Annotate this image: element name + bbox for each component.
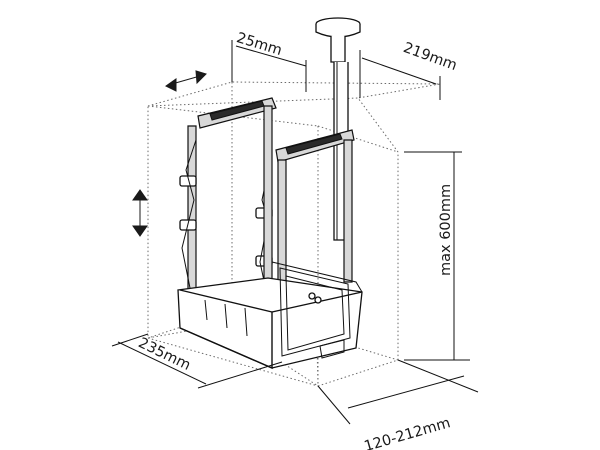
dimension-max-height-label: max 600mm xyxy=(438,184,454,276)
cradle-left xyxy=(179,97,277,301)
dimension-depth: 219mm xyxy=(359,40,459,100)
horizontal-adjust-arrow xyxy=(165,70,207,92)
dimension-pitch-label: 25mm xyxy=(234,30,283,59)
vertical-adjust-arrow xyxy=(132,189,148,237)
dimension-width-range: 120-212mm xyxy=(317,359,479,450)
base-tray xyxy=(177,261,363,370)
dimension-width-range-label: 120-212mm xyxy=(362,415,452,450)
ceiling-mount-pole xyxy=(315,17,361,241)
dimension-max-height: max 600mm xyxy=(404,151,470,361)
dimension-depth-label: 219mm xyxy=(401,40,459,74)
